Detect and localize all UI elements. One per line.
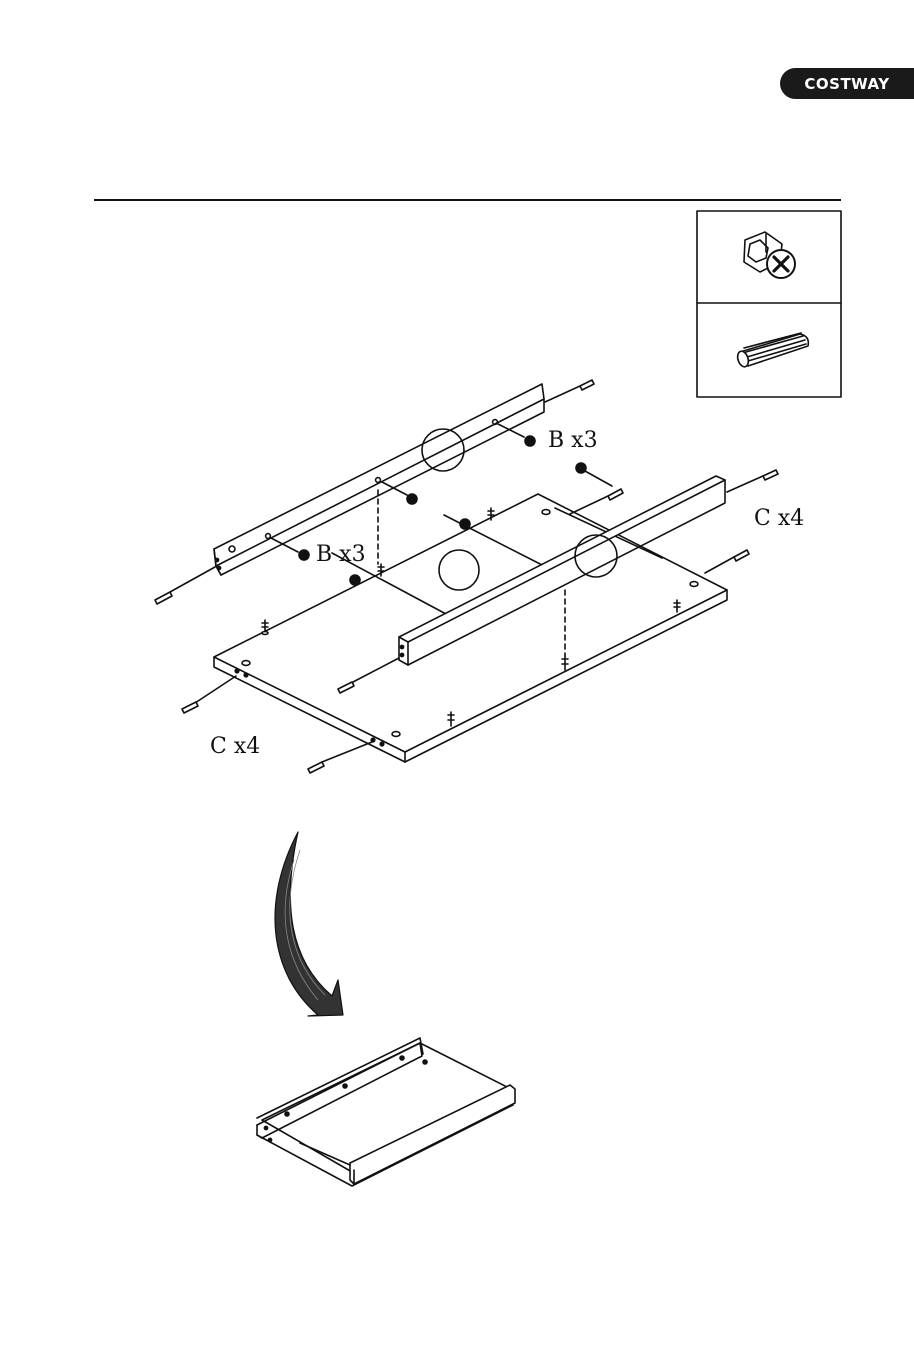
cam-lock-callout-left: B x3 bbox=[316, 542, 366, 567]
cam-lock-callout-top: B x3 bbox=[548, 428, 598, 453]
curved-arrow-icon bbox=[275, 832, 343, 1016]
dowel-callout-right: C x4 bbox=[754, 506, 804, 531]
dowel-callout-left: C x4 bbox=[210, 734, 260, 759]
assembled-base bbox=[257, 1038, 515, 1186]
parts-legend bbox=[697, 211, 841, 397]
bottom-panel bbox=[214, 494, 727, 762]
